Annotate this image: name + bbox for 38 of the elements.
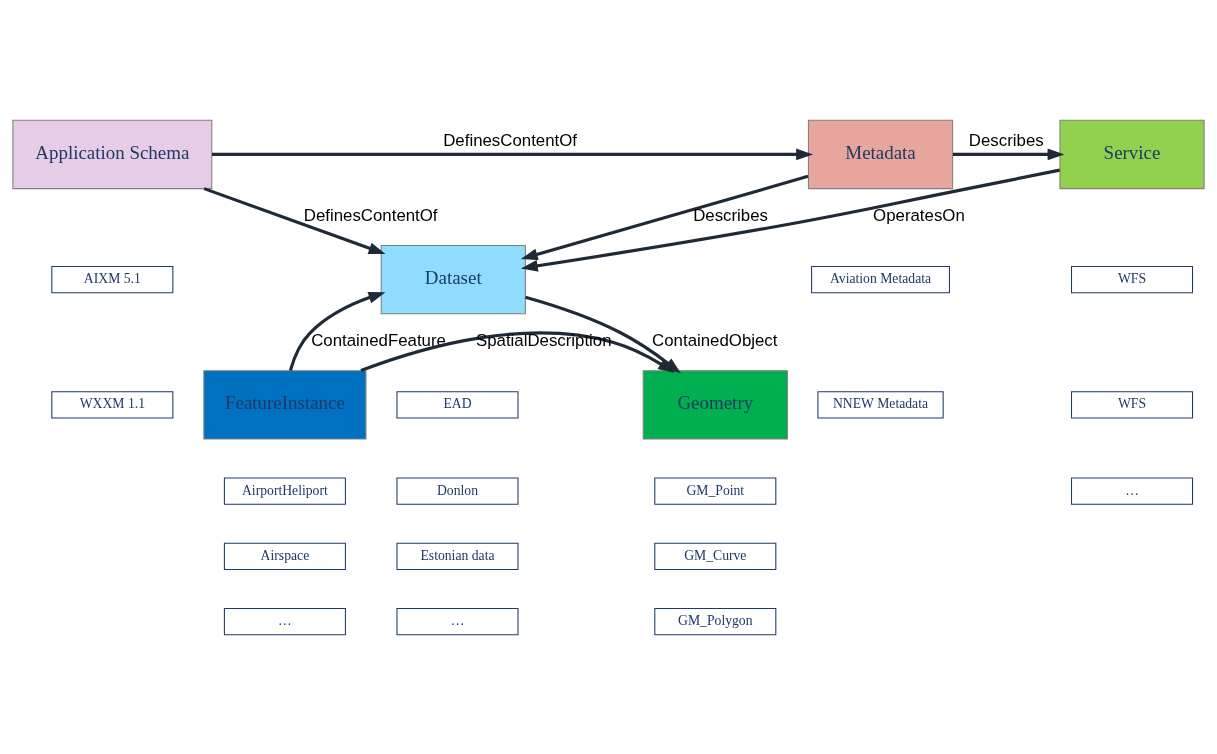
node-box: GM_Curve xyxy=(654,542,777,570)
node-box: WXXM 1.1 xyxy=(51,390,174,419)
edge-label: DefinesContentOf xyxy=(443,130,577,150)
node-box: WFS xyxy=(1071,265,1194,293)
node-box: Dataset xyxy=(380,244,526,314)
node-box: … xyxy=(223,607,346,635)
node-box: FeatureInstance xyxy=(203,369,367,440)
node-box: Geometry xyxy=(642,369,788,440)
node-box: Application Schema xyxy=(12,119,213,189)
node-box: Service xyxy=(1059,119,1205,189)
node-box: Aviation Metadata xyxy=(811,265,950,293)
node-box: Airspace xyxy=(223,542,346,570)
node-box: … xyxy=(396,607,519,635)
arrow xyxy=(360,330,675,373)
node-box: Metadata xyxy=(807,119,954,189)
edge-label: ContainedFeature xyxy=(311,330,446,350)
node-box: AirportHeliport xyxy=(223,476,346,505)
edge-label: DefinesContentOf xyxy=(303,205,438,225)
node-box: AIXM 5.1 xyxy=(51,265,174,293)
arrow xyxy=(203,186,386,254)
arrow xyxy=(288,291,386,371)
edge-label: Describes xyxy=(968,130,1044,150)
node-box: Estonian data xyxy=(396,542,519,570)
edge-label: OperatesOn xyxy=(873,205,965,225)
arrow xyxy=(520,168,1061,272)
node-box: GM_Point xyxy=(654,476,777,505)
edge-label: SpatialDescription xyxy=(475,330,612,350)
arrow xyxy=(212,148,814,160)
node-box: … xyxy=(1071,476,1194,505)
node-box: EAD xyxy=(396,390,519,419)
arrow xyxy=(520,174,809,260)
arrow xyxy=(952,148,1065,160)
node-box: NNEW Metadata xyxy=(817,390,944,419)
node-box: GM_Polygon xyxy=(654,607,777,635)
edge-label: Describes xyxy=(693,205,768,225)
node-box: WFS xyxy=(1071,390,1194,419)
edge-label: ContainedObject xyxy=(652,330,778,350)
node-box: Donlon xyxy=(396,476,519,505)
